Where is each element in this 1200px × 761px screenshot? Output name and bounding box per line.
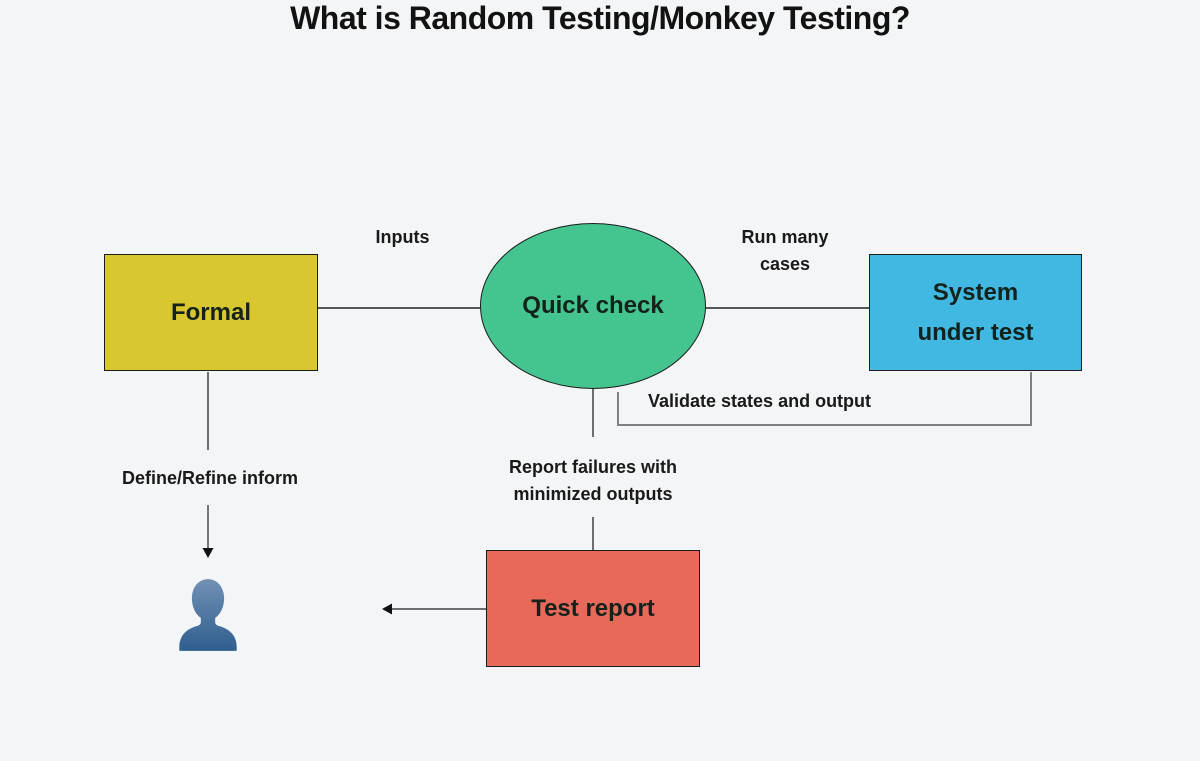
node-system-under-test-label: System under test [917, 278, 1034, 346]
arrowhead-left-icon [382, 603, 392, 615]
node-system-under-test[interactable]: System under test [869, 254, 1082, 371]
edge-label-inputs: Inputs [375, 227, 430, 247]
user-silhouette-icon [179, 579, 237, 651]
node-test-report-label: Test report [531, 594, 655, 622]
edge-label-report-failures: Report failures with minimized outputs [508, 457, 678, 504]
diagram-title: What is Random Testing/Monkey Testing? [290, 0, 910, 36]
arrowhead-down-icon [202, 548, 214, 558]
node-formal-label: Formal [170, 298, 251, 326]
edge-label-run-many-cases: Run many cases [741, 227, 829, 274]
node-formal[interactable]: Formal [104, 254, 318, 371]
node-test-report[interactable]: Test report [486, 550, 700, 667]
node-quick-check[interactable]: Quick check [480, 223, 706, 389]
edge-label-define-refine: Define/Refine inform [121, 468, 299, 488]
node-quick-check-label: Quick check [522, 292, 664, 319]
edge-label-validate-states: Validate states and output [648, 391, 872, 411]
